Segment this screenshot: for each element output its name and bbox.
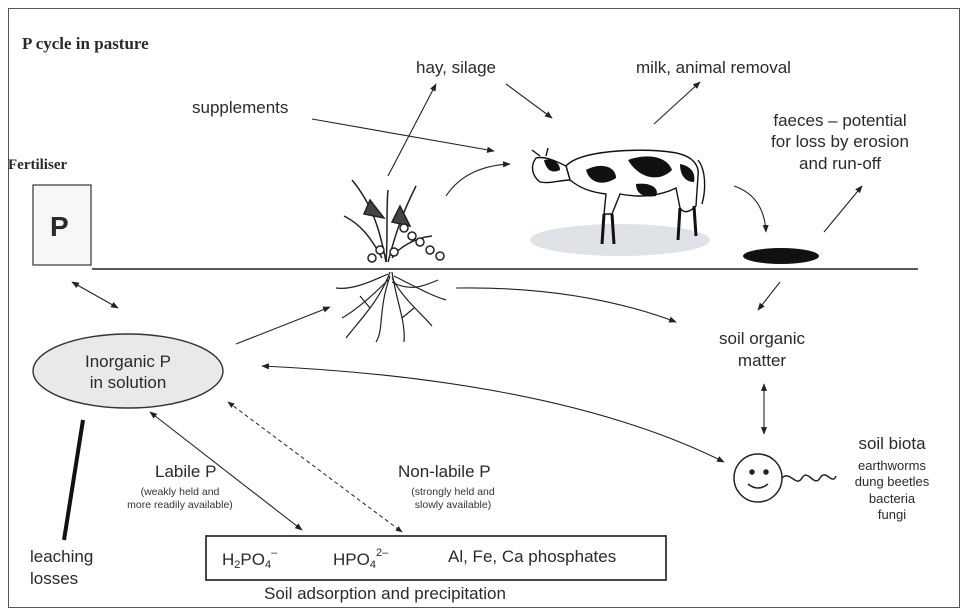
label-supplements: supplements [192, 98, 288, 118]
arrow-faeces-loss [824, 186, 862, 232]
faeces-line-2: for loss by erosion [760, 131, 920, 152]
arrow-faeces-organic [758, 282, 780, 310]
labile-note: (weakly held and more readily available) [96, 486, 264, 512]
label-milk: milk, animal removal [636, 58, 791, 78]
arrow-nonlabile [228, 402, 402, 532]
biota-dung-beetles: dung beetles [840, 474, 944, 490]
label-labile-p: Labile P [155, 462, 216, 482]
soil-organic-line-1: soil organic [682, 328, 842, 350]
label-leaching: leaching losses [30, 546, 93, 590]
labile-note-line-2: more readily available) [96, 499, 264, 512]
label-soil-adsorption: Soil adsorption and precipitation [264, 584, 506, 604]
label-hay-silage: hay, silage [416, 58, 496, 78]
plant-roots [336, 272, 446, 342]
fertiliser-label: Fertiliser [8, 156, 67, 174]
inorganic-p-line-2: in solution [48, 372, 208, 393]
arrow-plant-hay [388, 84, 436, 176]
biota-bacteria: bacteria [840, 491, 944, 507]
metal-phosphates: Al, Fe, Ca phosphates [448, 547, 616, 567]
soil-organic-line-2: matter [682, 350, 842, 372]
biota-earthworms: earthworms [840, 458, 944, 474]
leaching-line-1: leaching [30, 546, 93, 568]
plant-illustration [344, 180, 444, 262]
fertiliser-box-letter: P [50, 210, 69, 244]
inorganic-p-label: Inorganic P in solution [48, 351, 208, 394]
faeces-line-1: faeces – potential [760, 110, 920, 131]
biota-fungi: fungi [840, 507, 944, 523]
leaching-line-2: losses [30, 568, 93, 590]
arrow-hay-cow [506, 84, 552, 118]
arrow-plant-cow [446, 164, 510, 196]
leaching-arrow [64, 420, 83, 540]
nonlabile-note: (strongly held and slowly available) [386, 486, 520, 512]
arrow-inorganic-roots [236, 307, 330, 344]
label-faeces: faeces – potential for loss by erosion a… [760, 110, 920, 174]
formula-h2po4: H2PO4– [222, 547, 277, 572]
arrow-cow-faeces [734, 186, 766, 232]
earthworm-biota-icon [734, 454, 836, 502]
arrow-fertiliser-inorganic [72, 282, 118, 308]
arrow-roots-organic [456, 288, 676, 322]
arrow-inorganic-biota [262, 366, 724, 462]
label-soil-organic-matter: soil organic matter [682, 328, 842, 372]
inorganic-p-line-1: Inorganic P [48, 351, 208, 372]
cow-illustration [530, 148, 710, 256]
formula-hpo4: HPO42– [333, 547, 388, 572]
arrow-cow-milk [654, 82, 700, 124]
faeces-line-3: and run-off [760, 153, 920, 174]
biota-list: earthworms dung beetles bacteria fungi [840, 458, 944, 523]
diagram-title: P cycle in pasture [22, 34, 149, 54]
label-soil-biota: soil biota [842, 434, 942, 454]
label-nonlabile-p: Non-labile P [398, 462, 491, 482]
nonlabile-note-line-1: (strongly held and [386, 486, 520, 499]
faeces-pat [743, 248, 819, 264]
labile-note-line-1: (weakly held and [96, 486, 264, 499]
nonlabile-note-line-2: slowly available) [386, 499, 520, 512]
